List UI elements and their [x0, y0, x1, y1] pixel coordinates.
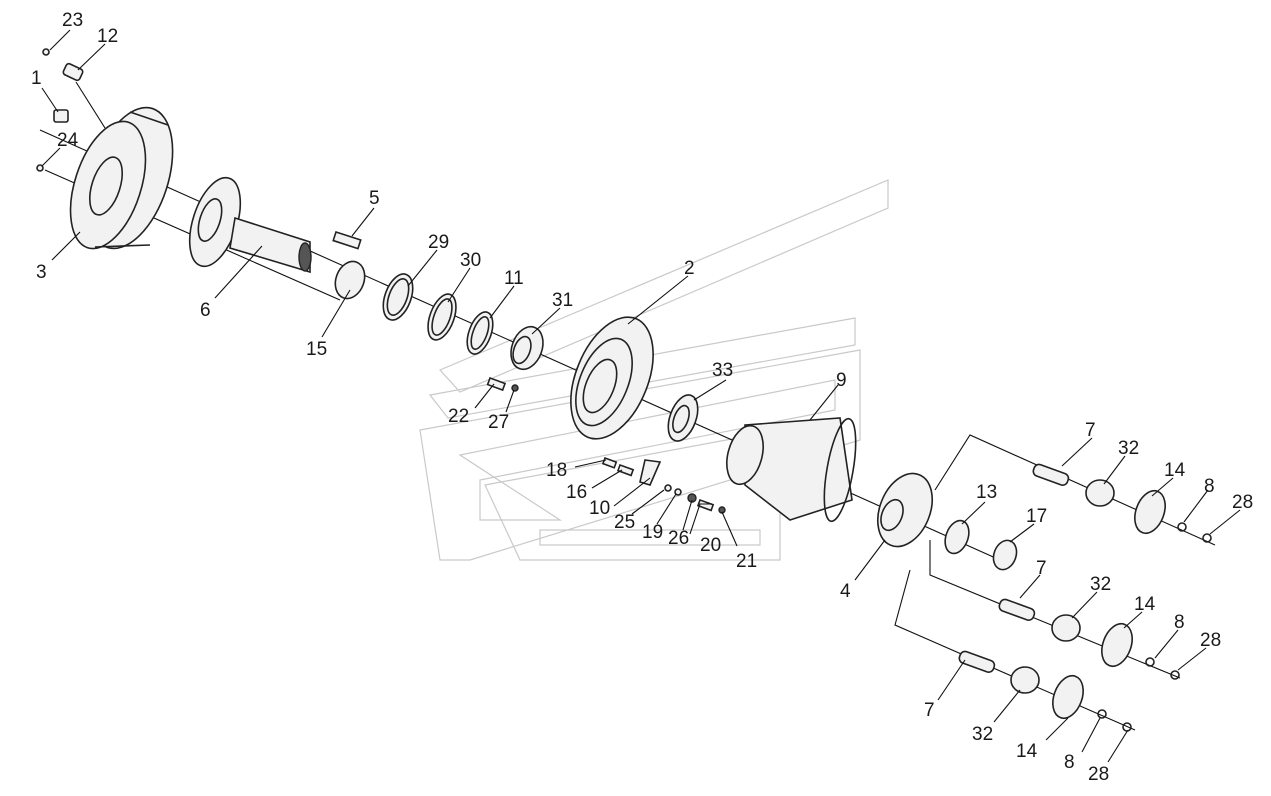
ghost-outline: [419, 179, 889, 561]
part-9-housing: [726, 417, 857, 523]
callout-22: 22: [448, 406, 469, 427]
part-6-axle-shaft: [188, 176, 312, 274]
callout-33: 33: [712, 360, 733, 381]
callout-21: 21: [736, 551, 757, 572]
part-33-ring: [667, 394, 699, 442]
callout-14-lower: 14: [1016, 741, 1038, 762]
callout-8-middle: 8: [1174, 612, 1185, 633]
leader-lines: [41, 29, 1241, 763]
callout-14-middle: 14: [1134, 594, 1156, 615]
part-2-brake-plate: [570, 316, 654, 440]
callout-20: 20: [700, 535, 721, 556]
callout-2: 2: [684, 258, 695, 279]
callout-23: 23: [62, 10, 83, 31]
part-5-bolt: [332, 230, 362, 250]
callout-13: 13: [976, 482, 997, 503]
callout-7-lower: 7: [924, 700, 935, 721]
callout-24: 24: [57, 130, 79, 151]
planet-set-middle: [998, 598, 1180, 680]
callout-26: 26: [668, 528, 689, 549]
callout-32-upper: 32: [1118, 438, 1139, 459]
callout-28-upper: 28: [1232, 492, 1253, 513]
callout-29: 29: [428, 232, 449, 253]
callout-9: 9: [836, 370, 847, 391]
small-parts-cluster: [486, 376, 726, 514]
callout-3: 3: [36, 262, 47, 283]
callout-11: 11: [504, 268, 524, 289]
seal-rings: [334, 260, 544, 371]
callout-25: 25: [614, 512, 635, 533]
callout-7-middle: 7: [1036, 558, 1047, 579]
planet-set-lower: [958, 650, 1132, 732]
callout-8-upper: 8: [1204, 476, 1215, 497]
parts-13-17: [944, 519, 1018, 571]
callout-7-upper: 7: [1085, 420, 1096, 441]
callout-19: 19: [642, 522, 663, 543]
callout-16: 16: [566, 482, 587, 503]
part-3-drum: [69, 106, 174, 250]
callout-30: 30: [460, 250, 481, 271]
callout-18: 18: [546, 460, 567, 481]
callout-15: 15: [306, 339, 327, 360]
callout-4: 4: [840, 581, 851, 602]
callout-28-middle: 28: [1200, 630, 1221, 651]
callout-28-lower: 28: [1088, 764, 1109, 785]
callout-10: 10: [589, 498, 610, 519]
callout-32-lower: 32: [972, 724, 993, 745]
part-4-carrier: [876, 472, 934, 548]
callout-17: 17: [1026, 506, 1047, 527]
callout-31: 31: [552, 290, 573, 311]
small-fasteners: [36, 48, 84, 172]
callout-6: 6: [200, 300, 211, 321]
planet-set-upper: [1032, 463, 1212, 543]
callout-12: 12: [97, 26, 118, 47]
callout-14-upper: 14: [1164, 460, 1186, 481]
callout-8-lower: 8: [1064, 752, 1075, 773]
callout-5: 5: [369, 188, 380, 209]
callout-labels: 23 12 1 24 3 5 6 29 30 15 11 31 2 33 9 2…: [31, 10, 1253, 785]
callout-1: 1: [31, 68, 42, 89]
callout-32-middle: 32: [1090, 574, 1111, 595]
callout-27: 27: [488, 412, 509, 433]
